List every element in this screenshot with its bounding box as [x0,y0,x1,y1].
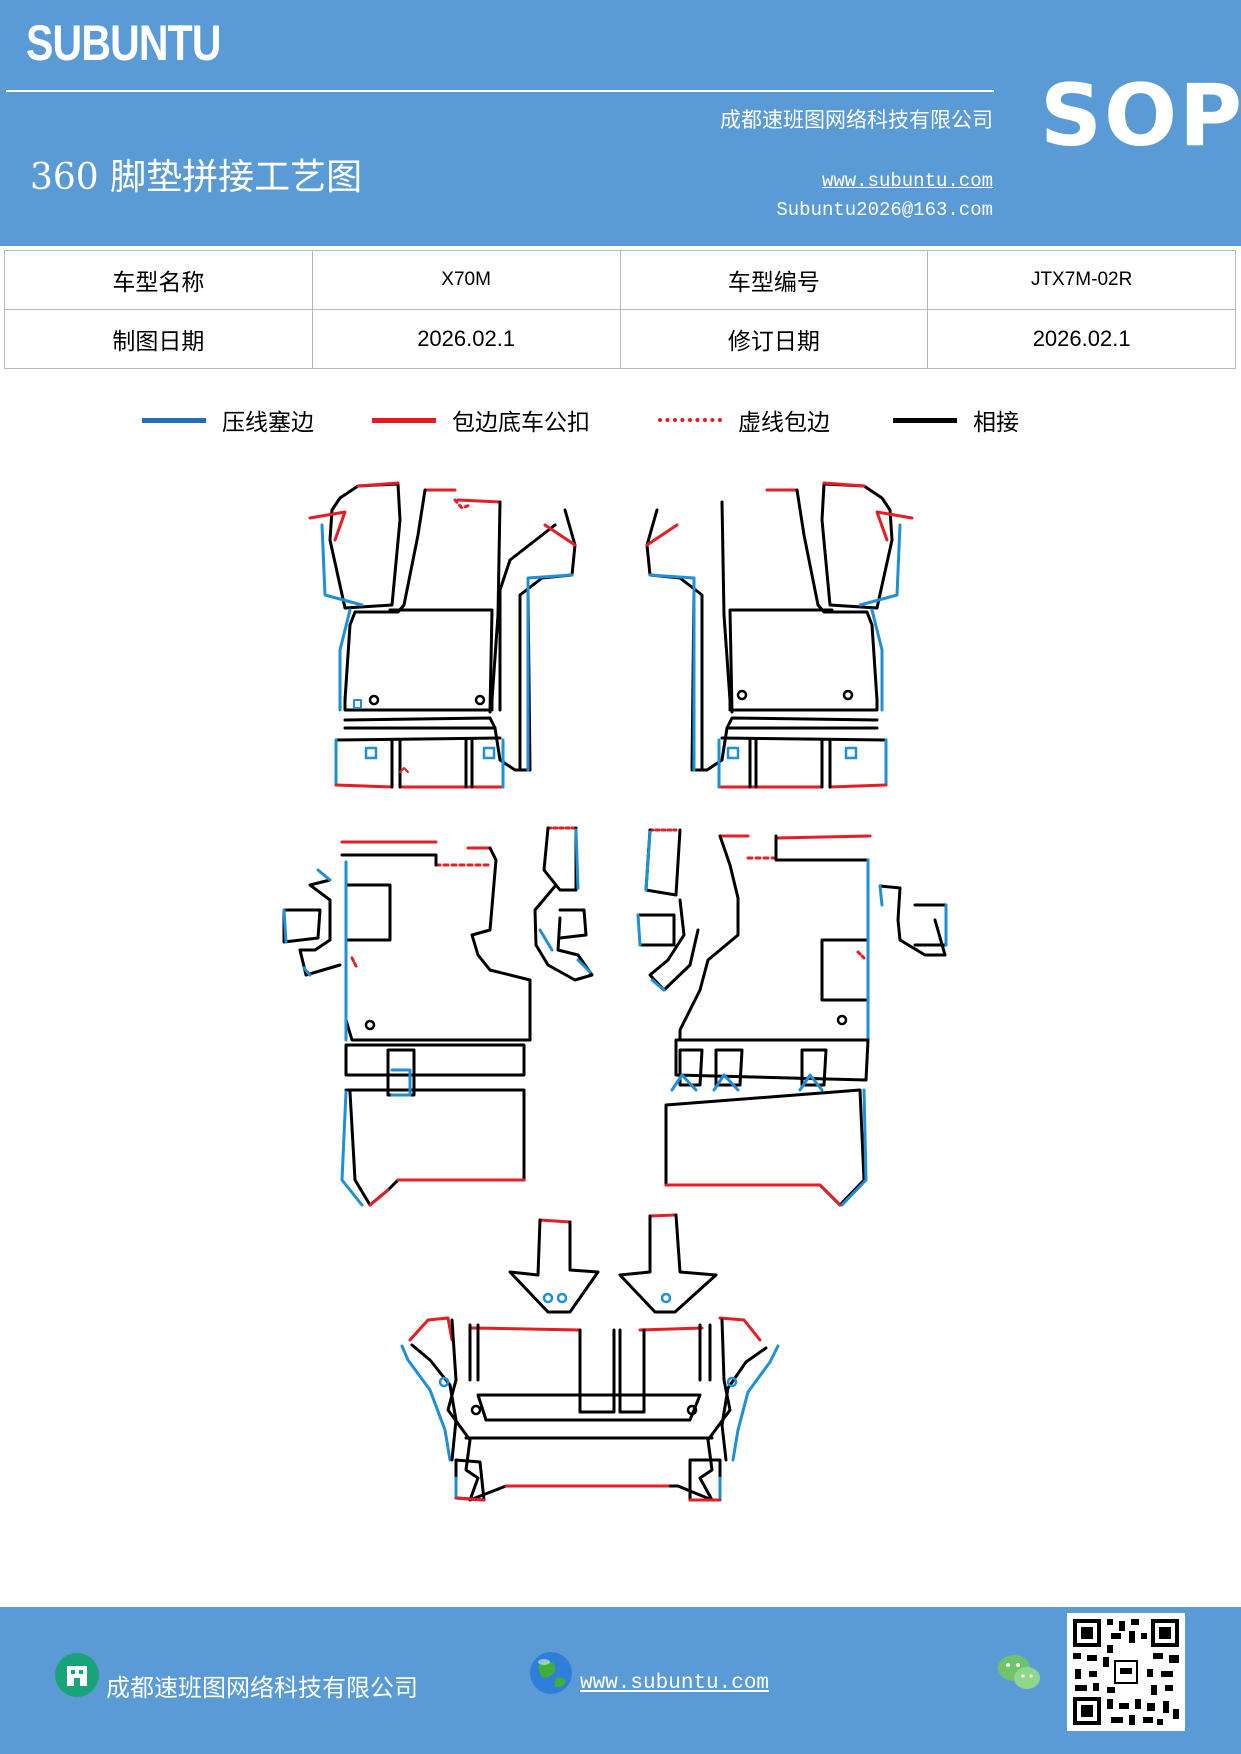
building-icon [55,1653,99,1697]
draw-date-label: 制图日期 [4,309,313,369]
legend-item-joint: 相接 [893,398,1019,442]
legend-label: 压线塞边 [222,410,314,436]
info-table: 车型名称 X70M 车型编号 JTX7M-02R 制图日期 2026.02.1 … [4,250,1236,369]
page-title: 360 脚垫拼接工艺图 [30,157,363,198]
model-code-value: JTX7M-02R [927,250,1236,310]
legend-swatch [658,418,722,422]
revision-date-value: 2026.02.1 [927,309,1236,369]
footer-company: 成都速班图网络科技有限公司 [106,1674,418,1702]
header-company: 成都速班图网络科技有限公司 [720,108,993,132]
sop-label: SOP [1040,66,1241,166]
table-row: 制图日期 2026.02.1 修订日期 2026.02.1 [4,309,1236,369]
legend-item-press-edge: 压线塞边 [142,398,314,442]
globe-icon [530,1652,572,1694]
middle-left-mat [282,826,594,1207]
front-right-mat [645,481,914,789]
legend-swatch [372,417,436,423]
legend-label: 相接 [973,410,1019,436]
legend-item-edge-buckle: 包边底车公扣 [372,398,590,442]
brand-logo: SUBUNTU [26,15,222,71]
header-website-link[interactable]: www.subuntu.com [821,170,993,192]
legend-label: 虚线包边 [738,410,830,436]
table-row: 车型名称 X70M 车型编号 JTX7M-02R [4,250,1236,310]
legend-swatch [142,417,206,423]
legend-item-dotted-edge: 虚线包边 [658,398,830,442]
floor-mat-diagram [282,481,948,1502]
wechat-icon [998,1655,1040,1689]
qr-code [1067,1613,1185,1731]
legend-swatch [893,417,957,423]
front-left-mat [308,481,577,789]
footer-website-link[interactable]: www.subuntu.com [580,1672,770,1695]
header-email: Subuntu2026@163.com [776,199,993,221]
model-name-label: 车型名称 [4,250,313,310]
draw-date-value: 2026.02.1 [311,309,621,369]
header-banner [0,0,1241,246]
revision-date-label: 修订日期 [619,309,929,369]
header-divider [6,90,994,92]
legend-label: 包边底车公扣 [452,410,590,436]
middle-right-mat [636,828,948,1207]
rear-mat [400,1213,780,1502]
model-code-label: 车型编号 [619,250,929,310]
model-name-value: X70M [311,250,621,310]
